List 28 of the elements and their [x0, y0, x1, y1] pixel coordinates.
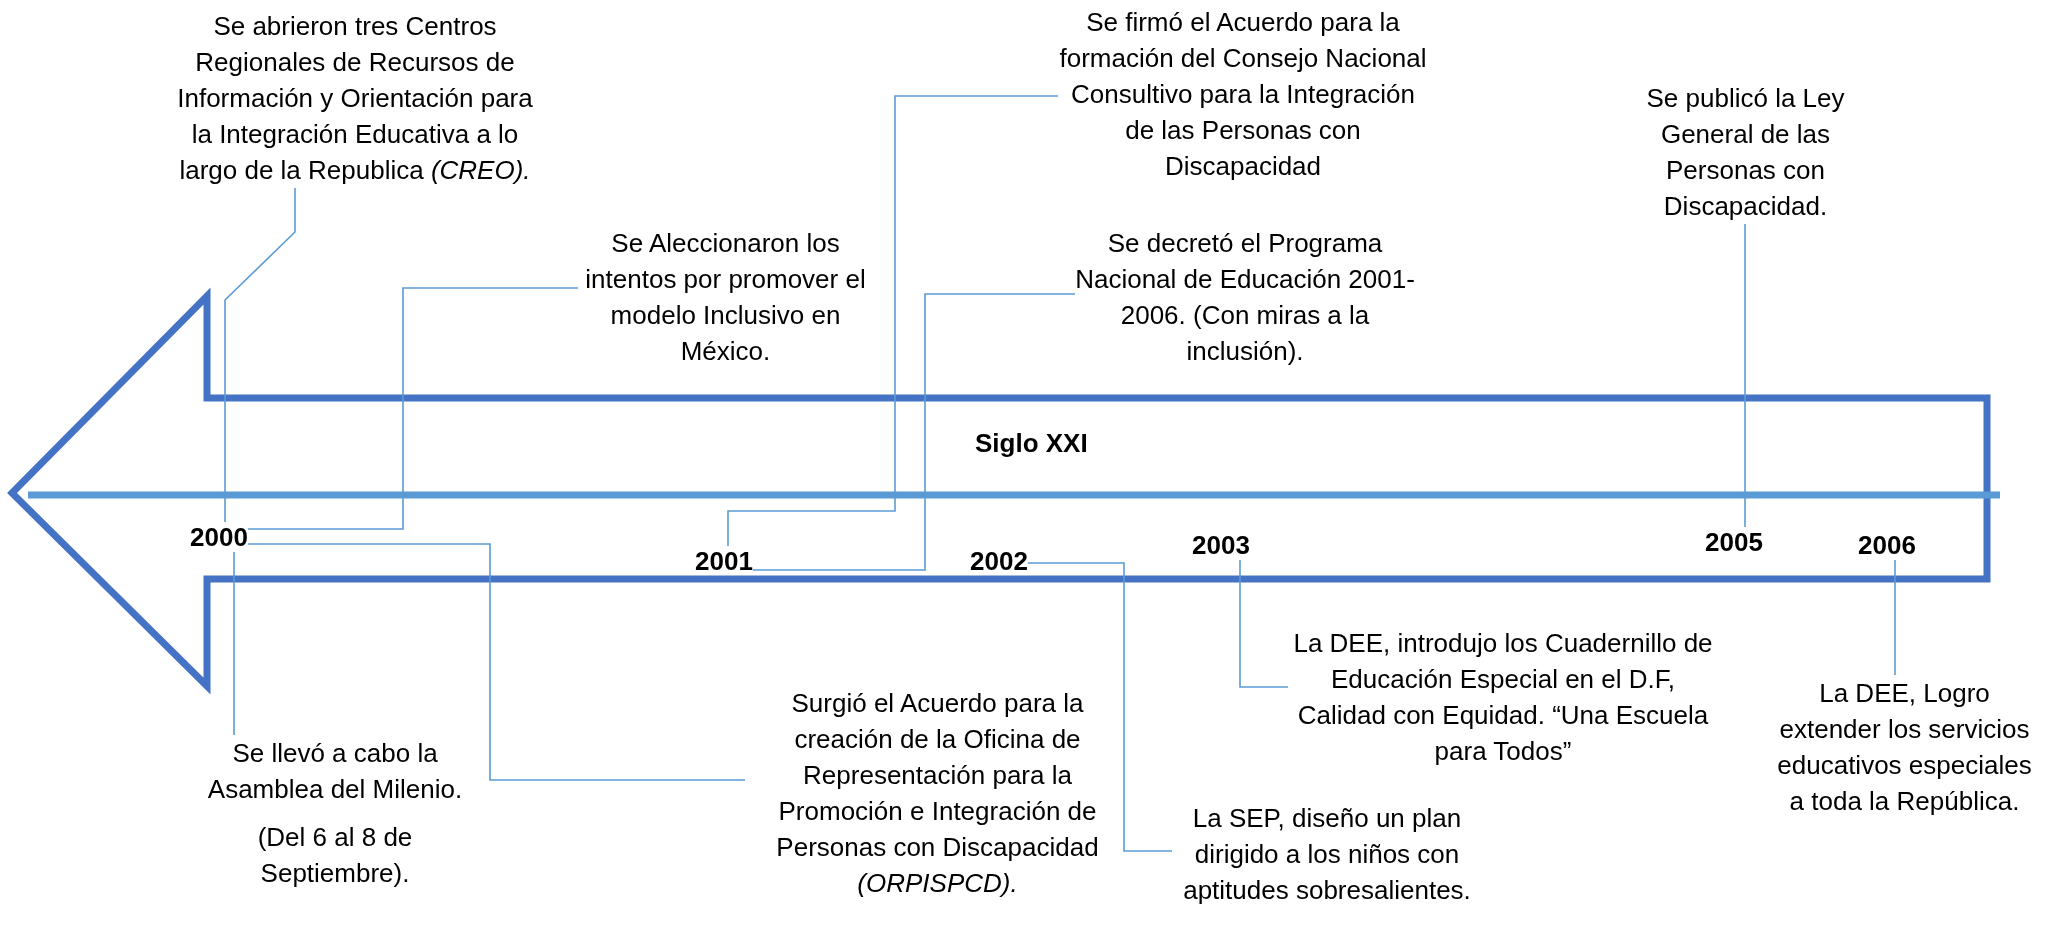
- event-text: Se abrieron tres Centros Regionales de Recursos de Información y Orientación para la Integración Educativa a lo largo de la Republica (CREO).: [170, 8, 540, 188]
- year-label: 2006: [1858, 530, 1916, 560]
- date-note: (Del 6 al 8 de Septiembre).: [256, 821, 414, 890]
- year-label: 2000: [190, 522, 248, 552]
- leader-line: [727, 95, 1059, 547]
- leader-line: [1239, 559, 1289, 688]
- leader-line: [233, 551, 235, 736]
- year-label: 2005: [1705, 527, 1763, 557]
- event-text: La DEE, Logro extender los servicios educativos especiales a toda la República.: [1772, 675, 2037, 819]
- event-text: Se publicó la Ley General de las Personas con Discapacidad.: [1633, 80, 1858, 224]
- year-label: 2001: [695, 546, 753, 576]
- leader-line: [1744, 223, 1746, 528]
- event-text: Se decretó el Programa Nacional de Educación 2001-2006. (Con miras a la inclusión).: [1075, 225, 1415, 369]
- event-text: La DEE, introdujo los Cuadernillo de Educación Especial en el D.F, Calidad con Equidad. “Una Escuela para Todos”: [1288, 625, 1718, 769]
- year-label: 2003: [1192, 530, 1250, 560]
- leader-line: [247, 287, 579, 530]
- leader-line: [752, 293, 1076, 571]
- leader-line: [247, 543, 746, 781]
- leader-line: [1894, 559, 1896, 676]
- leader-line: [1027, 562, 1173, 852]
- year-label: 2002: [970, 546, 1028, 576]
- event-text: Surgió el Acuerdo para la creación de la Oficina de Representación para la Promoción e Integración de Personas con Discapacidad (ORPISPCD).: [745, 685, 1130, 901]
- event-text: La SEP, diseño un plan dirigido a los niños con aptitudes sobresalientes.: [1172, 800, 1482, 908]
- event-text: Se firmó el Acuerdo para la formación del Consejo Nacional Consultivo para la Integración de las Personas con Discapacidad: [1058, 4, 1428, 184]
- event-text: Se llevó a cabo la Asamblea del Milenio.: [206, 737, 464, 806]
- event-text: Se Aleccionaron los intentos por promover el modelo Inclusivo en México.: [578, 225, 873, 369]
- era-label: Siglo XXI: [975, 428, 1088, 458]
- leader-line: [224, 187, 296, 523]
